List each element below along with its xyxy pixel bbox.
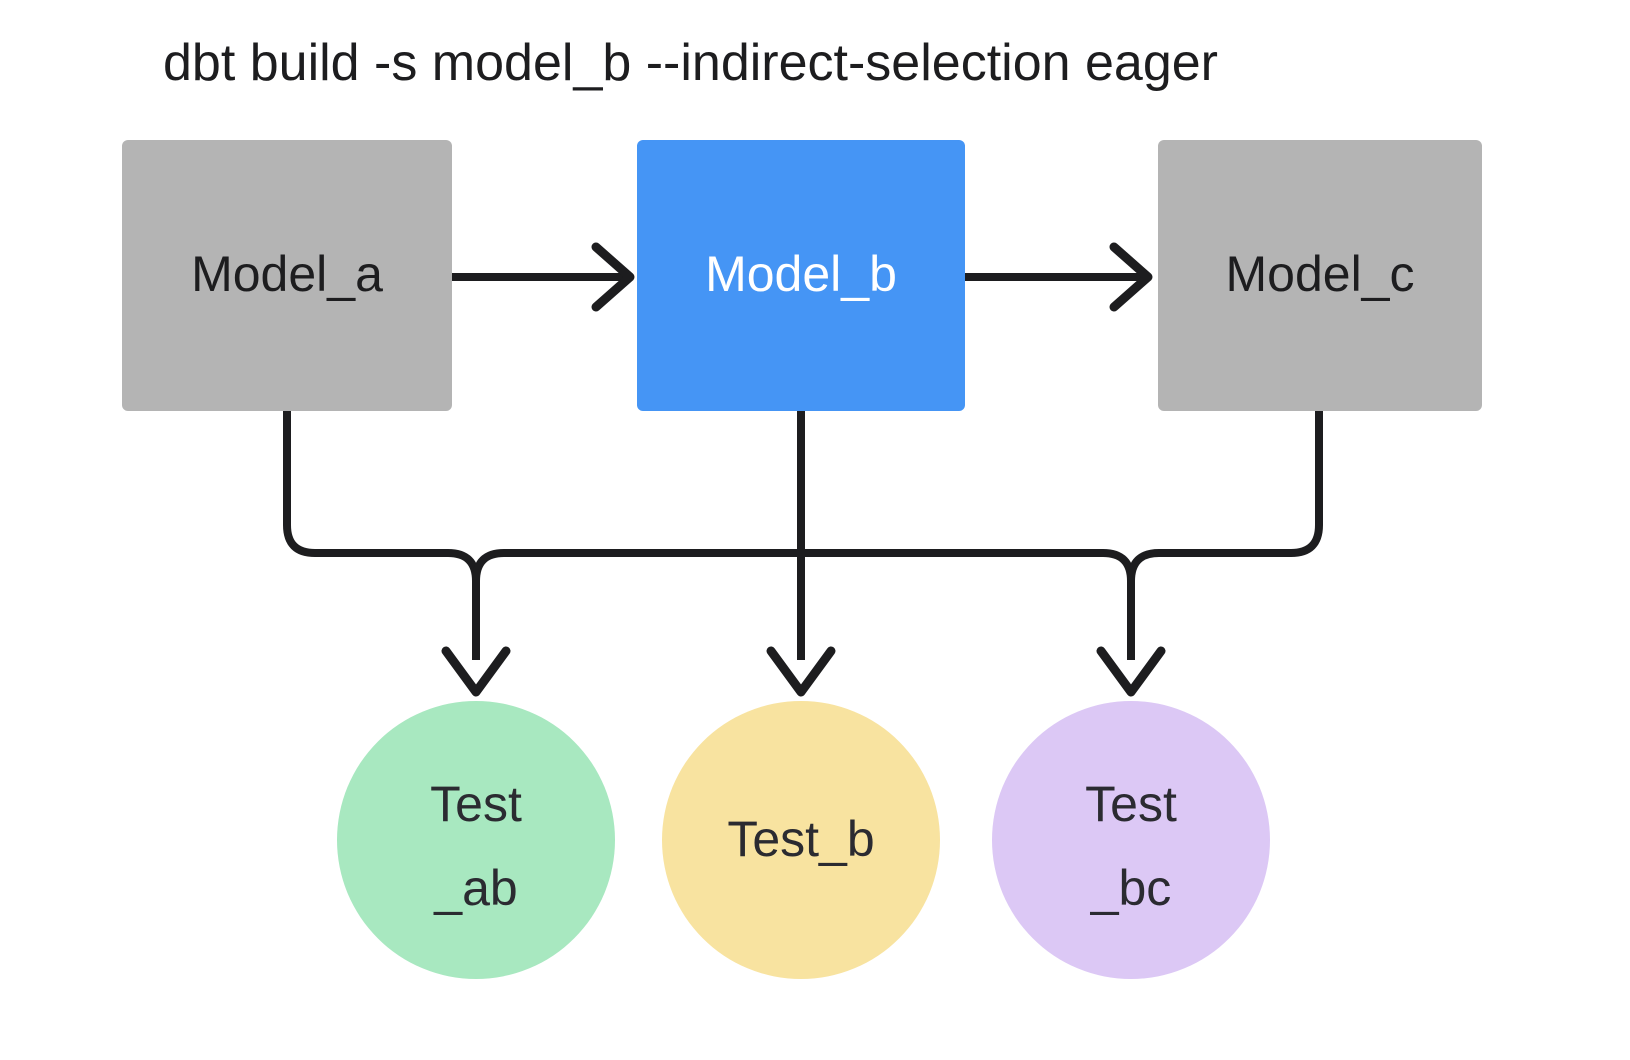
node-model_b[interactable]: Model_b [637, 140, 965, 411]
node-shape[interactable] [337, 701, 615, 979]
edge-model_b-to-model_c [965, 242, 1153, 312]
diagram-title: dbt build -s model_b --indirect-selectio… [163, 34, 1218, 92]
node-label-test_bc-line2: _bc [1090, 860, 1172, 916]
arrowhead-icon [1109, 242, 1153, 312]
node-label-test_b: Test_b [727, 811, 874, 867]
edge-model_a-to-test_ab [283, 411, 480, 660]
edge-model_c-to-test_bc [1127, 411, 1323, 582]
node-label-model_c: Model_c [1226, 246, 1415, 302]
node-shape[interactable] [122, 140, 452, 411]
edge-model_b-to-test_ab [472, 549, 801, 582]
node-test_bc[interactable]: Test _bc [992, 701, 1270, 979]
edge-model_b-to-test_bc [801, 549, 1135, 660]
node-label-test_ab-line1: Test [430, 776, 522, 832]
node-label-model_b: Model_b [705, 246, 897, 302]
node-test_ab[interactable]: Test _ab [337, 701, 615, 979]
arrowhead-icon-test_b [766, 646, 836, 697]
node-label-model_a: Model_a [191, 246, 383, 302]
arrowhead-icon-test_bc [1096, 646, 1166, 697]
node-model_c[interactable]: Model_c [1158, 140, 1482, 411]
node-label-test_bc-line1: Test [1085, 776, 1177, 832]
node-shape[interactable] [1158, 140, 1482, 411]
node-model_a[interactable]: Model_a [122, 140, 452, 411]
node-shape[interactable] [992, 701, 1270, 979]
node-label-test_ab-line2: _ab [433, 860, 517, 916]
edge-model_a-to-model_b [452, 242, 635, 312]
node-test_b[interactable]: Test_b [662, 701, 940, 979]
arrowhead-icon-test_ab [441, 646, 511, 697]
node-shape[interactable] [637, 140, 965, 411]
arrowhead-icon [591, 242, 635, 312]
node-shape[interactable] [662, 701, 940, 979]
